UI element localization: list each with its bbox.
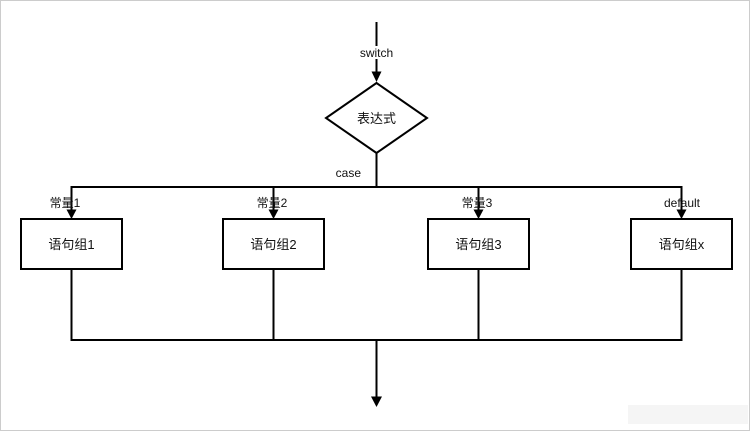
branch1-action-label: 语句组1 [48, 237, 94, 252]
branch3-arrowhead-icon [473, 209, 484, 219]
branch4-action-box [630, 218, 733, 270]
entry-arrowhead-icon [371, 71, 382, 82]
branch4-arrowhead-icon [676, 209, 687, 219]
branch3-action-label: 语句组3 [455, 237, 501, 252]
watermark [628, 405, 748, 424]
branch4-condition-label: default [664, 196, 701, 210]
branch2-condition-label: 常量2 [257, 196, 288, 210]
branch3-action-box [427, 218, 530, 270]
entry-label-bg [353, 46, 400, 59]
branch4-action-label: 语句组x [659, 237, 705, 252]
entry-label: switch [360, 46, 393, 60]
branch2-action-box [222, 218, 325, 270]
branch2-action-label: 语句组2 [250, 237, 296, 252]
exit-arrowhead-icon [371, 396, 382, 407]
case-label: case [336, 166, 362, 180]
branch3-condition-label: 常量3 [462, 196, 493, 210]
branch2-arrowhead-icon [268, 209, 279, 219]
decision-label: 表达式 [357, 111, 396, 126]
branch1-condition-label: 常量1 [50, 196, 81, 210]
branch1-arrowhead-icon [66, 209, 77, 219]
